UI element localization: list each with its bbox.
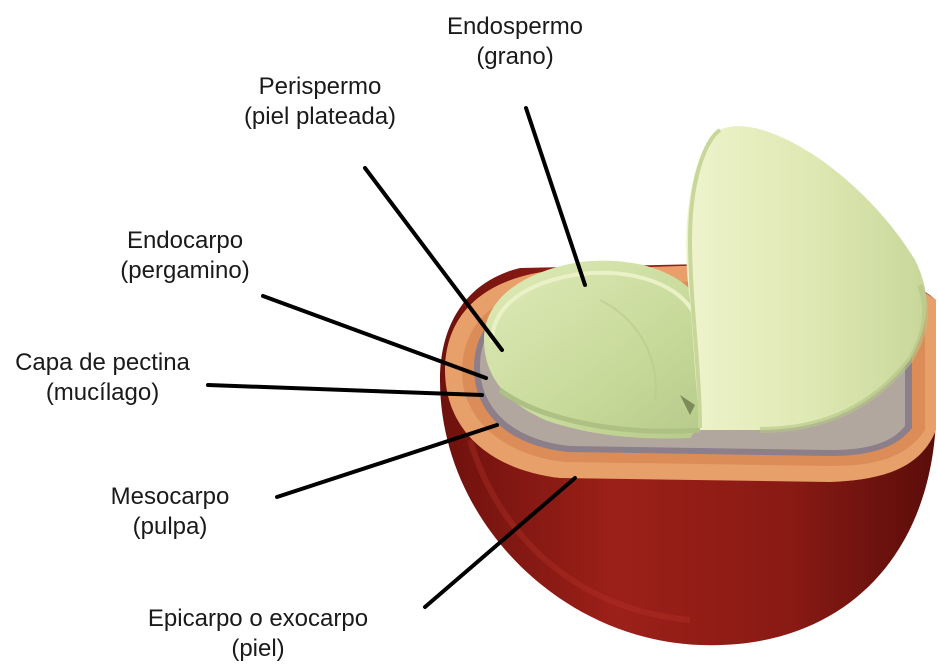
label-endocarpo: Endocarpo (pergamino) <box>85 226 285 286</box>
label-mesocarpo: Mesocarpo (pulpa) <box>80 482 260 542</box>
label-endospermo-subtitle: (grano) <box>420 42 610 72</box>
label-epicarpo-title: Epicarpo o exocarpo <box>118 604 398 634</box>
label-epicarpo-subtitle: (piel) <box>118 634 398 664</box>
label-endocarpo-subtitle: (pergamino) <box>85 256 285 286</box>
label-endospermo-title: Endospermo <box>420 12 610 42</box>
label-endocarpo-title: Endocarpo <box>85 226 285 256</box>
leader-endospermo <box>526 108 585 285</box>
label-mesocarpo-subtitle: (pulpa) <box>80 512 260 542</box>
label-pectina-title: Capa de pectina <box>0 348 205 378</box>
label-mesocarpo-title: Mesocarpo <box>80 482 260 512</box>
label-pectina-subtitle: (mucílago) <box>0 378 205 408</box>
label-perispermo: Perispermo (piel plateada) <box>205 72 435 132</box>
label-epicarpo: Epicarpo o exocarpo (piel) <box>118 604 398 664</box>
label-perispermo-subtitle: (piel plateada) <box>205 102 435 132</box>
label-perispermo-title: Perispermo <box>205 72 435 102</box>
label-pectina: Capa de pectina (mucílago) <box>0 348 205 408</box>
leader-perispermo <box>365 168 502 350</box>
label-endospermo: Endospermo (grano) <box>420 12 610 72</box>
